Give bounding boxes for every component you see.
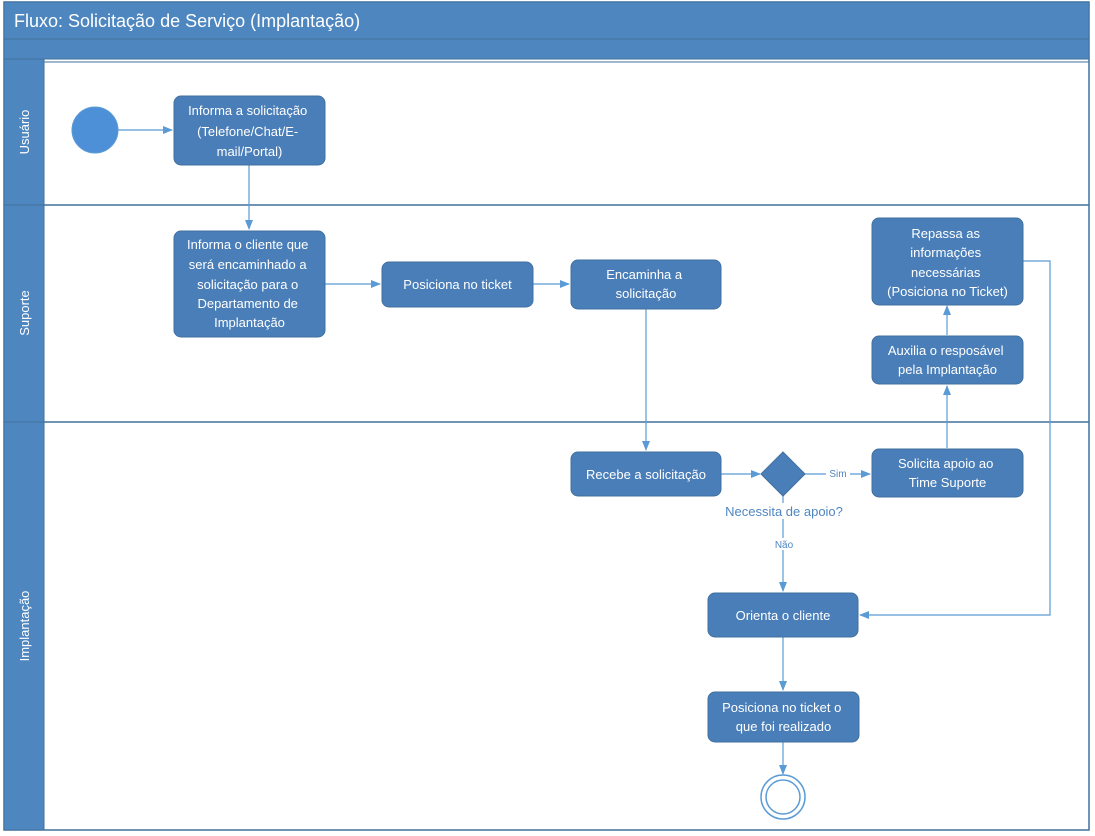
task-t7: Recebe a solicitação	[570, 451, 722, 497]
lane-header-usuario	[3, 58, 45, 206]
edge-label-yes: Sim	[829, 469, 846, 480]
edge-label-no: Não	[775, 540, 794, 551]
task-t9: Orienta o cliente	[707, 592, 859, 638]
lane-header-implantacao	[3, 421, 45, 831]
task-t6-text: Auxilia o resposável pela Implantação	[888, 343, 1007, 377]
task-t3-text: Posiciona no ticket	[403, 277, 512, 292]
diagram-title: Fluxo: Solicitação de Serviço (Implantaç…	[14, 11, 360, 31]
header-strip	[3, 38, 1090, 60]
edge-t5-t9	[859, 260, 1051, 619]
task-t8: Solicita apoio ao Time Suporte	[871, 448, 1024, 498]
lane-header-suporte	[3, 204, 45, 423]
edge-label-no-bg	[770, 538, 798, 550]
lane-label-usuario: Usuário	[17, 110, 32, 155]
decision-label: Necessita de apoio?	[725, 504, 843, 519]
task-t4-text: Encaminha a solicitação	[606, 267, 686, 301]
title-bar	[3, 1, 1090, 40]
task-t8-text: Solicita apoio ao Time Suporte	[898, 456, 997, 490]
task-t1: Informa a solicitação (Telefone/Chat/E- …	[173, 95, 326, 166]
task-t7-text: Recebe a solicitação	[586, 467, 706, 482]
task-t9-text: Orienta o cliente	[736, 608, 831, 623]
task-t5-text: Repassa as informações necessárias (Posi…	[887, 226, 1008, 299]
task-t10-text: Posiciona no ticket o que foi realizado	[722, 700, 845, 734]
start-event	[71, 106, 119, 154]
task-t1-text: Informa a solicitação (Telefone/Chat/E- …	[188, 103, 311, 159]
lane-label-implantacao: Implantação	[17, 591, 32, 662]
task-t3: Posiciona no ticket	[381, 261, 534, 308]
edge-label-yes-bg	[826, 467, 850, 479]
diagram-frame	[3, 1, 1090, 831]
decision-gateway	[760, 451, 806, 497]
decision-label-bg	[718, 503, 850, 519]
task-t6: Auxilia o resposável pela Implantação	[871, 335, 1024, 385]
task-t4: Encaminha a solicitação	[570, 259, 722, 310]
task-t5: Repassa as informações necessárias (Posi…	[871, 217, 1024, 306]
task-t2-text: Informa o cliente que será encaminhado a…	[187, 237, 312, 330]
end-event-inner	[765, 779, 801, 815]
task-t2: Informa o cliente que será encaminhado a…	[173, 230, 326, 338]
task-t10: Posiciona no ticket o que foi realizado	[707, 691, 860, 743]
lane-label-suporte: Suporte	[17, 290, 32, 336]
